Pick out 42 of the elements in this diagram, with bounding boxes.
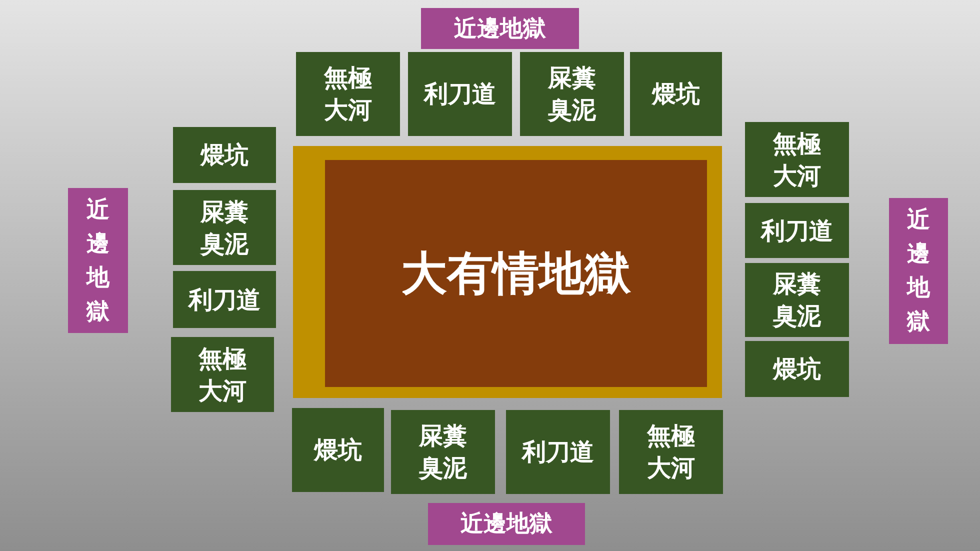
hell-box [296, 52, 400, 136]
hell-box [745, 203, 849, 258]
hell-box [745, 341, 849, 397]
box-label: 無極大河 [646, 421, 696, 484]
hell-label-box [68, 188, 128, 333]
box-label: 利刀道 [522, 437, 594, 468]
hell-box [745, 122, 849, 197]
box-label: 無極大河 [772, 128, 822, 192]
box-label: 無極大河 [197, 344, 248, 406]
box-label: 屎糞臭泥 [418, 421, 468, 484]
hell-box [173, 127, 276, 183]
hell-box [173, 190, 276, 265]
hell-label-box [428, 503, 585, 545]
box-label: 煨坑 [314, 435, 362, 466]
hell-box [619, 410, 723, 494]
box-label: 煨坑 [200, 140, 248, 171]
hell-box [173, 271, 276, 328]
box-label: 近邊地獄 [454, 14, 546, 44]
hell-box [506, 410, 610, 494]
hell-box [408, 52, 512, 136]
box-label: 利刀道 [761, 216, 833, 246]
hell-box [171, 337, 274, 412]
hell-label-box [889, 198, 948, 344]
box-label: 煨坑 [652, 79, 700, 110]
box-label: 近邊地獄 [906, 206, 931, 337]
box-label: 大有情地獄 [401, 244, 631, 302]
box-label: 煨坑 [773, 354, 821, 385]
hell-label-box [421, 8, 579, 49]
hell-box [520, 52, 624, 136]
box-label: 近邊地獄 [460, 510, 552, 539]
hell-box [391, 410, 495, 494]
box-label: 無極大河 [322, 63, 373, 126]
hell-box [745, 263, 849, 337]
box-label: 屎糞臭泥 [772, 269, 822, 332]
hell-box [630, 52, 722, 136]
box-label: 利刀道 [188, 284, 260, 316]
box-label: 近邊地獄 [86, 196, 110, 326]
hell-box [292, 408, 384, 492]
box-label: 屎糞臭泥 [199, 196, 250, 260]
box-label: 利刀道 [424, 79, 496, 110]
central-hell-box [293, 146, 722, 398]
box-label: 屎糞臭泥 [546, 63, 597, 126]
